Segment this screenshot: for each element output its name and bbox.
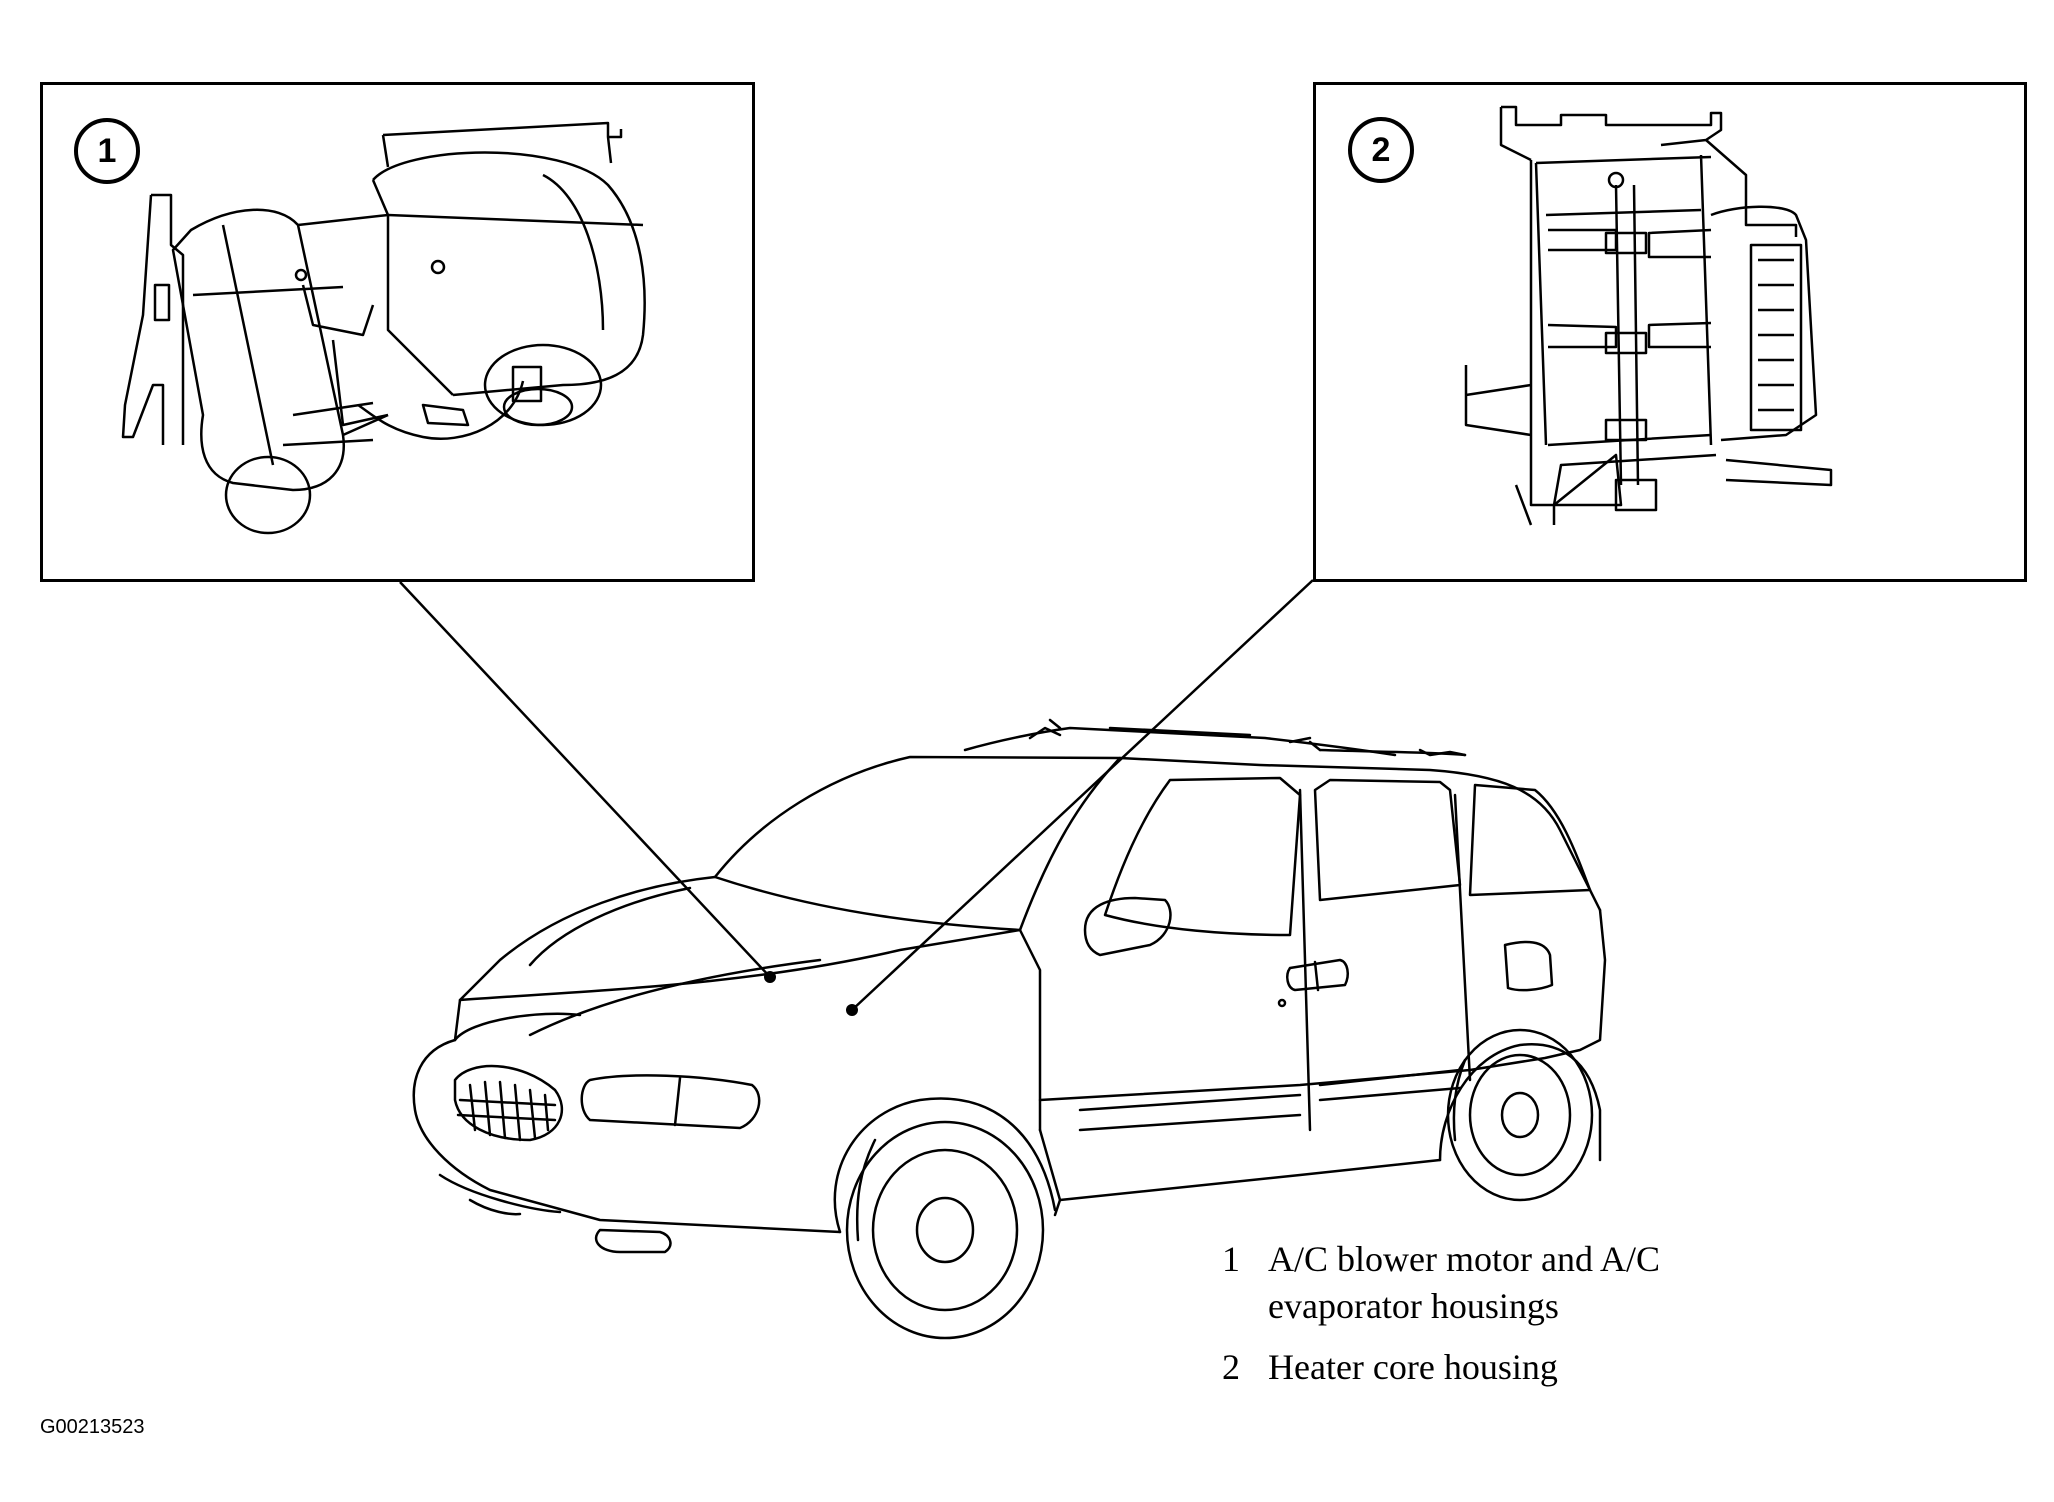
callout-target-1 — [764, 971, 776, 983]
blower-evaporator-housing-drawing — [121, 121, 646, 535]
callout-badge-2: 2 — [1348, 117, 1414, 183]
legend-text-line: Heater core housing — [1268, 1347, 1558, 1387]
callout-target-2 — [846, 1004, 858, 1016]
legend-item-1: 1 A/C blower motor and A/C evaporator ho… — [1222, 1236, 1660, 1330]
legend-text-line: A/C blower motor and A/C — [1268, 1239, 1660, 1279]
inset-panel-2: 2 — [1313, 82, 2027, 582]
legend-text-line: evaporator housings — [1268, 1286, 1559, 1326]
legend-text: Heater core housing — [1268, 1344, 1558, 1391]
legend-item-2: 2 Heater core housing — [1222, 1344, 1660, 1391]
legend-number: 1 — [1222, 1239, 1240, 1279]
legend-text: A/C blower motor and A/C evaporator hous… — [1268, 1236, 1660, 1330]
callout-badge-1: 1 — [74, 118, 140, 184]
heater-core-housing-drawing — [1464, 105, 1833, 526]
leader-line-2 — [851, 579, 1314, 1011]
legend: 1 A/C blower motor and A/C evaporator ho… — [1222, 1236, 1660, 1391]
legend-number: 2 — [1222, 1347, 1240, 1387]
leader-line-1 — [399, 581, 771, 978]
figure-code: G00213523 — [40, 1416, 145, 1438]
inset-panel-1: 1 — [40, 82, 755, 582]
